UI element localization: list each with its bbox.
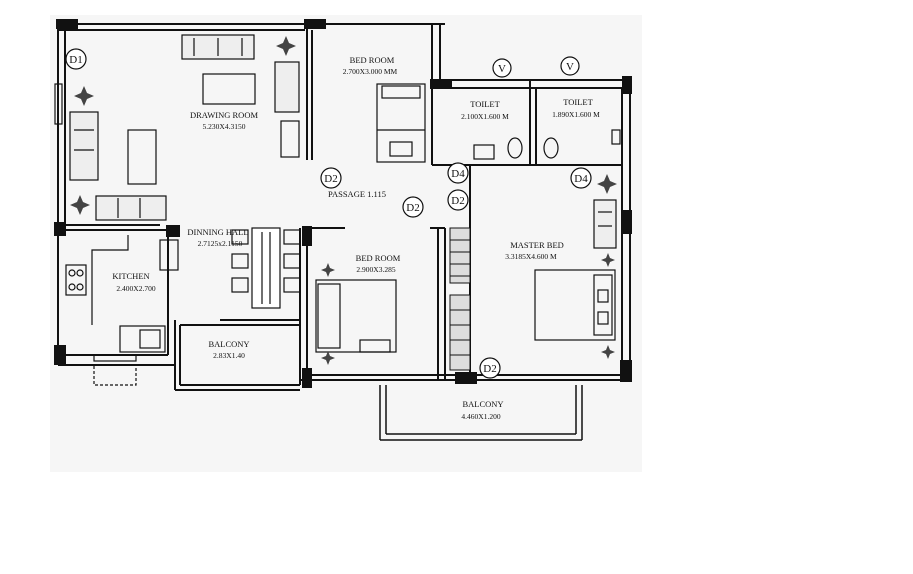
- toilet-1-name: TOILET: [470, 99, 500, 109]
- door-tag-d2-passage: D2: [324, 173, 337, 185]
- paper-area: [50, 15, 642, 472]
- lamp-icon: [321, 263, 335, 277]
- master-bed-name: MASTER BED: [510, 240, 564, 250]
- ventilator-tag-left: V: [498, 63, 506, 75]
- kitchen-dim: 2.400X2.700: [116, 284, 155, 293]
- master-bed-dim: 3.3185X4.600 M: [505, 252, 557, 261]
- balcony-1-name: BALCONY: [208, 339, 249, 349]
- plant-icon: [70, 195, 90, 215]
- plant-icons: [70, 36, 617, 365]
- plant-icon: [597, 174, 617, 194]
- labels: DRAWING ROOM 5.230X4.3150 BED ROOM 2.700…: [69, 54, 600, 421]
- door-tag-circles: [65, 48, 592, 379]
- door-tag-d4-right: D4: [574, 173, 588, 185]
- kitchen-name: KITCHEN: [112, 271, 149, 281]
- bed-room-1-dim: 2.700X3.000 MM: [343, 67, 398, 76]
- toilet-1-dim: 2.100X1.600 M: [461, 112, 509, 121]
- drawing-room-dim: 5.230X4.3150: [203, 122, 246, 131]
- toilet-2-dim: 1.890X1.600 M: [552, 110, 600, 119]
- bed-room-2-dim: 2.900X3.285: [356, 265, 395, 274]
- balcony-2-dim: 4.460X1.200: [461, 412, 500, 421]
- door-tag-d2-center: D2: [406, 202, 419, 214]
- bed-room-2-name: BED ROOM: [356, 253, 401, 263]
- door-tag-d1: D1: [69, 54, 82, 66]
- stair-shaft: [449, 227, 471, 371]
- balcony-2-walls: [379, 385, 583, 441]
- dining-hall-dim: 2.7125x2.1150: [198, 239, 243, 248]
- furniture: [54, 34, 621, 386]
- toilet-2-name: TOILET: [563, 97, 593, 107]
- balcony-1-dim: 2.83X1.40: [213, 351, 245, 360]
- lamp-icon: [601, 253, 615, 267]
- door-tag-d2-bottom: D2: [483, 363, 496, 375]
- ventilator-tag-right: V: [566, 61, 574, 73]
- wall-posts: [54, 19, 632, 388]
- plant-icon: [74, 86, 94, 106]
- balcony-2-name: BALCONY: [462, 399, 503, 409]
- plant-icon: [276, 36, 296, 56]
- door-tag-d4-left: D4: [451, 168, 465, 180]
- passage-name: PASSAGE 1.115: [328, 189, 386, 199]
- bed-room-1-name: BED ROOM: [350, 55, 395, 65]
- lamp-icon: [601, 345, 615, 359]
- dining-hall-name: DINNING HALL: [187, 227, 248, 237]
- drawing-room-name: DRAWING ROOM: [190, 110, 258, 120]
- lamp-icon: [321, 351, 335, 365]
- door-tag-d2-right: D2: [451, 195, 464, 207]
